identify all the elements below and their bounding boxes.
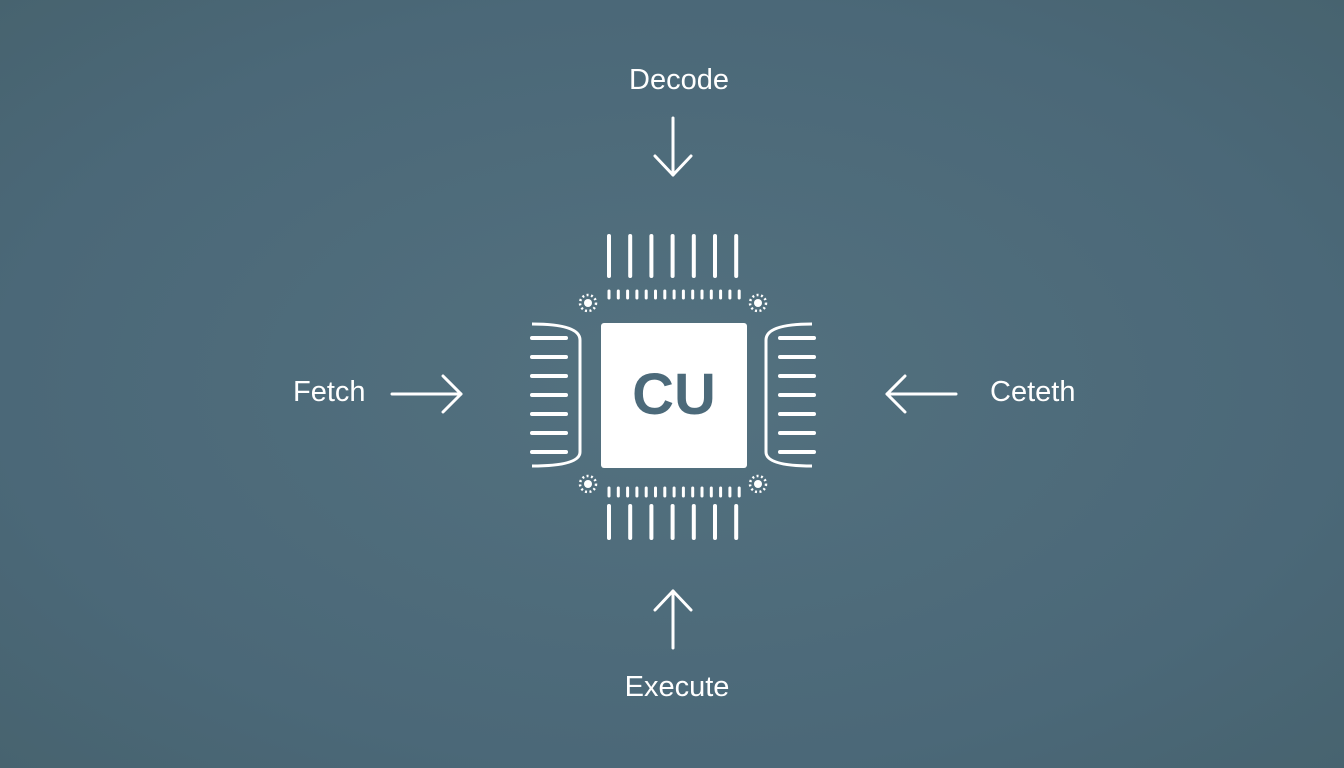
arrow-right-icon <box>390 374 463 414</box>
cpu-chip-icon <box>530 234 816 540</box>
arrow-down-icon <box>653 116 693 177</box>
fetch-label: Fetch <box>293 376 366 408</box>
decode-label: Decode <box>629 64 729 96</box>
ceteth-label: Ceteth <box>990 376 1076 408</box>
execute-label: Execute <box>624 671 730 703</box>
cu-core-label: CU <box>632 362 716 427</box>
arrow-up-icon <box>653 589 693 650</box>
arrow-left-icon <box>885 374 958 414</box>
